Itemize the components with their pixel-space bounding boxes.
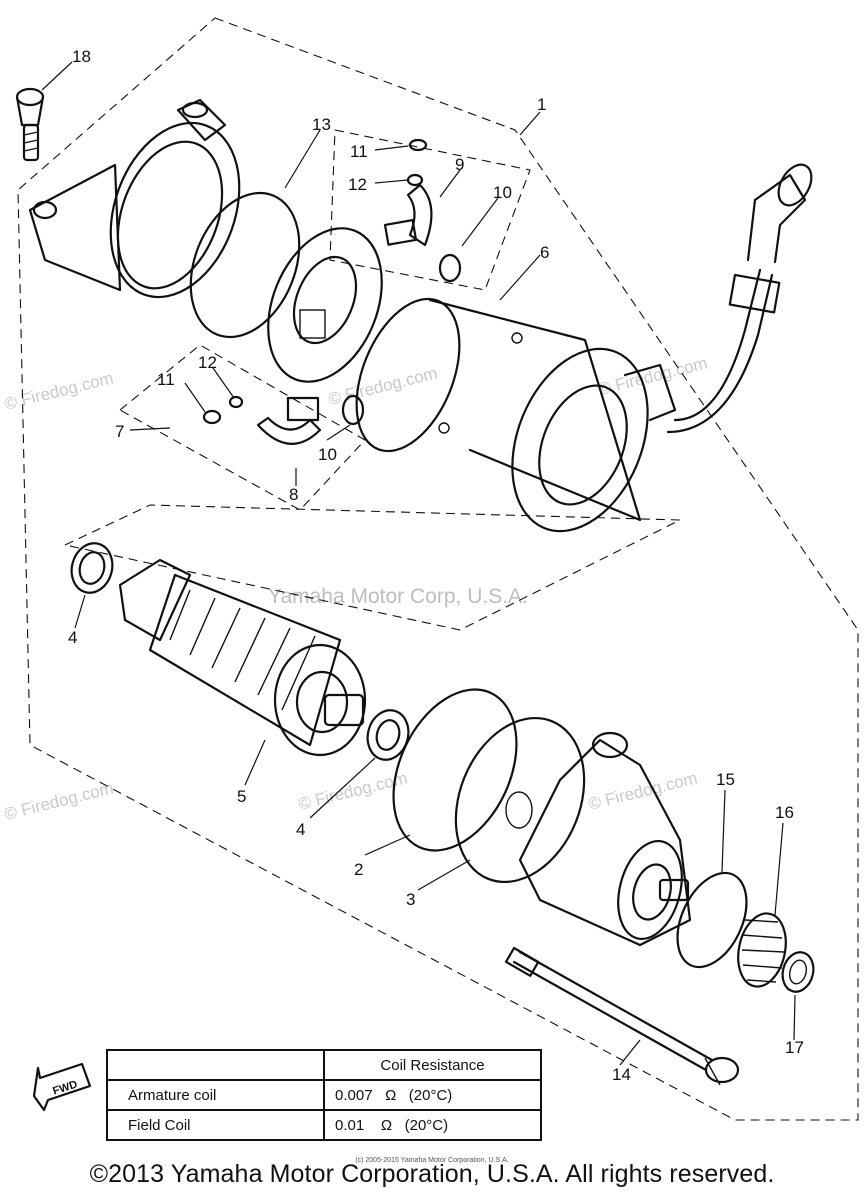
callout-4-lower: 4 (296, 820, 305, 839)
o-ring-15 (676, 871, 748, 969)
o-ring-2 (392, 688, 518, 852)
callout-9: 9 (455, 155, 464, 174)
yoke (355, 297, 677, 533)
spacer-plate (454, 716, 586, 884)
assembly-outline (17, 17, 859, 1121)
callout-7: 7 (115, 422, 124, 441)
watermark-right-bottom: © Firedog.com (586, 768, 699, 813)
watermark-mid-bottom: © Firedog.com (296, 768, 409, 813)
callout-18: 18 (72, 47, 91, 66)
callout-13: 13 (312, 115, 331, 134)
lead-wire (666, 163, 813, 434)
washer-4-lower (366, 709, 410, 761)
watermark-left-bottom: © Firedog.com (2, 778, 115, 823)
brush-plate (267, 227, 383, 383)
upper-brush-outline (329, 129, 531, 291)
coil-name: Field Coil (106, 1109, 325, 1141)
table-row: Armature coil 0.007 Ω (20°C) (106, 1079, 542, 1111)
callout-2: 2 (354, 860, 363, 879)
table-row: Field Coil 0.01 Ω (20°C) (106, 1109, 542, 1141)
brush-lower (202, 394, 365, 445)
ohm-unit: Ω (380, 1116, 393, 1134)
coil-value: 0.01 Ω (20°C) (323, 1109, 542, 1141)
front-cover (518, 731, 692, 947)
fwd-arrow-icon: FWD (32, 1062, 92, 1112)
ohm-unit: Ω (385, 1086, 397, 1104)
armature (118, 558, 367, 757)
callout-14: 14 (612, 1065, 631, 1084)
callout-10-lower: 10 (318, 445, 337, 464)
end-cover (28, 98, 241, 299)
header-cell: Coil Resistance (323, 1049, 542, 1081)
bolt (15, 87, 45, 162)
watermark-mid-top: © Firedog.com (326, 363, 439, 408)
callout-4-upper: 4 (68, 628, 77, 647)
callout-1: 1 (537, 95, 546, 114)
o-ring-13 (189, 191, 301, 339)
callout-6: 6 (540, 243, 549, 262)
callout-12-upper: 12 (348, 175, 367, 194)
table-header-row: Coil Resistance (106, 1049, 542, 1081)
callout-11-lower: 11 (157, 370, 175, 389)
brush-upper (383, 138, 462, 283)
callout-8: 8 (289, 485, 298, 504)
armature-outline (63, 504, 681, 631)
callout-11-upper: 11 (350, 142, 368, 161)
resistance-value: 0.01 (335, 1116, 365, 1134)
footer-copyright: ©2013 Yamaha Motor Corporation, U.S.A. A… (89, 1160, 775, 1188)
footer-small-copyright: (c) 2005-2015 Yamaha Motor Corporation, … (355, 1157, 509, 1164)
header-blank-cell (106, 1049, 325, 1081)
temperature: (20°C) (404, 1116, 449, 1134)
callout-3: 3 (406, 890, 415, 909)
temperature: (20°C) (408, 1086, 453, 1104)
callout-10-upper: 10 (493, 183, 512, 202)
callout-15: 15 (716, 770, 735, 789)
pinion-gear (737, 912, 787, 988)
callout-12-lower: 12 (198, 353, 217, 372)
circlip (781, 951, 815, 993)
coil-name: Armature coil (106, 1079, 325, 1111)
leader-lines (41, 61, 796, 1066)
washer-4-upper (70, 542, 114, 594)
callout-17: 17 (785, 1038, 804, 1057)
coil-value: 0.007 Ω (20°C) (323, 1079, 542, 1111)
callout-5: 5 (237, 787, 246, 806)
through-bolt (504, 946, 740, 1086)
callout-16: 16 (775, 803, 794, 822)
watermark-center: Yamaha Motor Corp, U.S.A. (268, 585, 528, 608)
coil-resistance-table: Coil Resistance Armature coil 0.007 Ω (2… (106, 1049, 542, 1141)
resistance-value: 0.007 (335, 1086, 373, 1104)
watermark-left-top: © Firedog.com (2, 368, 115, 413)
